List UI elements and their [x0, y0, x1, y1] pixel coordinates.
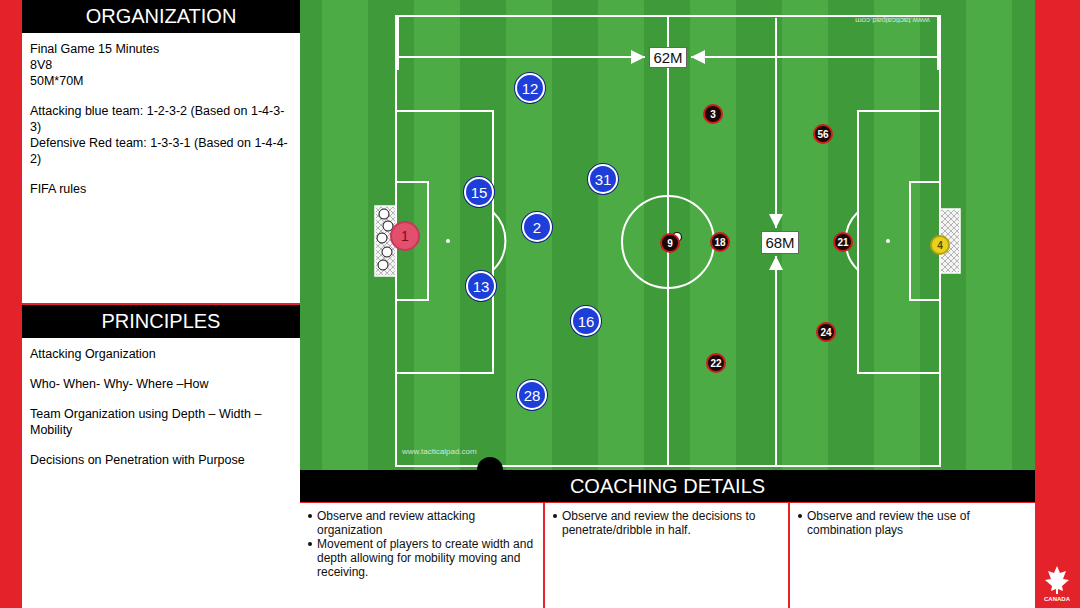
player-number: 22: [710, 358, 721, 369]
coaching-point: Movement of players to create width and …: [317, 537, 535, 579]
coaching-panel: Observe and review attacking organizatio…: [300, 470, 1035, 608]
player-number: 16: [578, 313, 595, 330]
panel-text: Attacking Organization: [22, 346, 300, 362]
red-player: 9: [660, 233, 680, 253]
red-player: 18: [710, 232, 730, 252]
penalty-area: [858, 111, 940, 373]
panel-heading: COACHING DETAILS: [300, 470, 1035, 502]
blue-player: 12: [515, 73, 545, 103]
organization-panel: ORGANIZATION Final Game 15 Minutes8V850M*…: [22, 0, 300, 303]
player-number: 4: [937, 240, 943, 251]
panel-text: 50M*70M: [22, 73, 300, 89]
player-number: 2: [533, 219, 541, 236]
dimension-text: 68M: [765, 234, 794, 251]
panel-text: 8V8: [22, 57, 300, 73]
player-number: 28: [524, 387, 541, 404]
coaching-column: Observe and review attacking organizatio…: [300, 503, 543, 608]
panel-text: FIFA rules: [22, 181, 300, 197]
red-player: 24: [816, 322, 836, 342]
player-number: 31: [595, 171, 612, 188]
dimension-label: 62M: [649, 47, 687, 68]
player-number: 24: [820, 327, 831, 338]
principles-panel: PRINCIPLES Attacking OrganizationWho- Whe…: [22, 305, 300, 608]
bullet-dot: [798, 514, 802, 518]
panel-heading: PRINCIPLES: [22, 305, 300, 338]
panel-text: Who- When- Why- Where –How: [22, 376, 300, 392]
bullet-dot: [308, 542, 312, 546]
bullet-item: Observe and review the decisions to pene…: [553, 509, 780, 537]
red-player: 56: [813, 124, 833, 144]
red-player: 3: [703, 104, 723, 124]
field-lines: [396, 16, 940, 466]
coaching-column: Observe and review the decisions to pene…: [545, 503, 788, 608]
blue-player: 13: [466, 271, 496, 301]
center-circle: [622, 196, 714, 288]
player-number: 13: [473, 278, 490, 295]
player-number: 1: [401, 228, 409, 244]
penalty-spot: [446, 239, 450, 243]
bullet-dot: [553, 514, 557, 518]
coaching-point: Observe and review attacking organizatio…: [317, 509, 535, 537]
bullet-dot: [308, 514, 312, 518]
dimension-lines: [398, 16, 938, 466]
dimension-label: 68M: [761, 231, 799, 254]
coaching-point: Observe and review the decisions to pene…: [562, 509, 780, 537]
bullet-item: Movement of players to create width and …: [308, 537, 535, 579]
red-goalkeeper: 4: [930, 235, 950, 255]
panel-text: Decisions on Penetration with Purpose: [22, 452, 300, 468]
panel-heading: ORGANIZATION: [22, 0, 300, 33]
pitch: 62M1235631152191868M2141316242228www.tac…: [300, 0, 1035, 470]
panel-text: Defensive Red team: 1-3-3-1 (Based on 1-…: [22, 135, 300, 167]
watermark: www.tacticalpad.com: [855, 16, 930, 25]
blue-player: 2: [522, 212, 552, 242]
red-player: 21: [833, 232, 853, 252]
penalty-arc: [493, 212, 505, 270]
player-number: 12: [522, 80, 539, 97]
logo-text: CANADA: [1038, 596, 1076, 602]
dimension-text: 62M: [653, 49, 682, 66]
blue-goalkeeper: 1: [390, 221, 420, 251]
player-number: 3: [710, 109, 716, 120]
coaching-column: Observe and review the use of combinatio…: [790, 503, 1035, 608]
player-number: 21: [837, 237, 848, 248]
player-number: 15: [471, 184, 488, 201]
red-player: 22: [706, 353, 726, 373]
marker-half-disc: [477, 457, 503, 470]
blue-player: 16: [571, 306, 601, 336]
panel-text: Team Organization using Depth – Width – …: [22, 406, 300, 438]
blue-player: 31: [588, 164, 618, 194]
coaching-point: Observe and review the use of combinatio…: [807, 509, 1027, 537]
blue-player: 15: [464, 177, 494, 207]
player-number: 56: [817, 129, 828, 140]
bullet-item: Observe and review attacking organizatio…: [308, 509, 535, 537]
touchline: [396, 16, 940, 466]
player-number: 9: [667, 238, 673, 249]
panel-text: Attacking blue team: 1-2-3-2 (Based on 1…: [22, 103, 300, 135]
maple-leaf: [1045, 566, 1069, 594]
panel-text: Final Game 15 Minutes: [22, 41, 300, 57]
blue-player: 28: [517, 380, 547, 410]
bullet-item: Observe and review the use of combinatio…: [798, 509, 1027, 537]
player-number: 18: [714, 237, 725, 248]
penalty-spot: [886, 239, 890, 243]
grass: [300, 0, 1035, 470]
watermark: www.tacticalpad.com: [402, 447, 477, 456]
